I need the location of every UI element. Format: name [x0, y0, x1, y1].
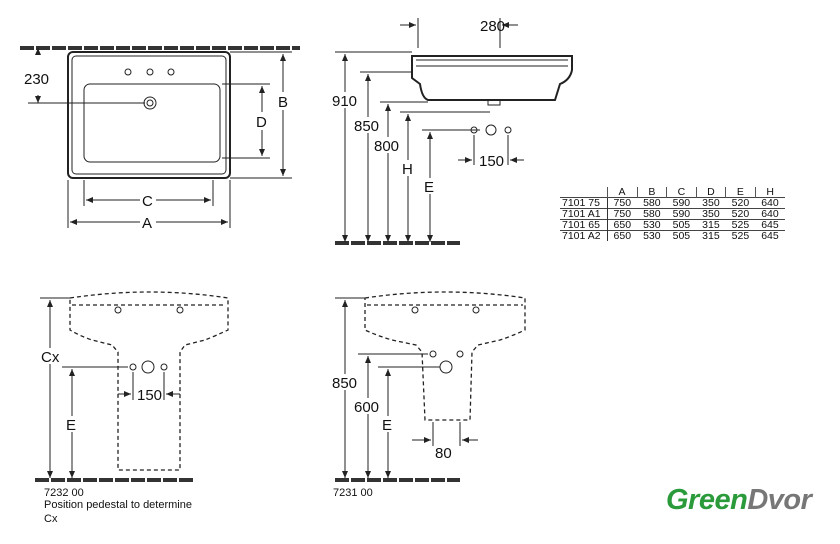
dim-H-label: H	[402, 161, 413, 178]
dim-B-label: B	[278, 94, 288, 111]
table-cell: 7101 65	[560, 219, 608, 231]
dim-E-label: E	[66, 417, 76, 434]
dim-D-label: D	[256, 114, 267, 131]
tap-hole-icons	[124, 68, 175, 76]
table-header: A	[607, 187, 638, 198]
pedestal-code-7232: 7232 00	[44, 487, 84, 499]
table-cell: 645	[755, 230, 785, 241]
table-cell: 580	[637, 197, 667, 209]
table-cell: 7101 75	[560, 197, 608, 209]
table-header: C	[666, 187, 697, 198]
table-cell: 520	[725, 197, 756, 209]
dim-230-label: 230	[24, 71, 49, 88]
greendvor-logo: GreenDvor	[666, 484, 812, 517]
table-header: D	[696, 187, 727, 198]
table-cell: 315	[696, 230, 726, 241]
note-line-1: Position pedestal to determine	[44, 499, 192, 511]
dim-E-label: E	[382, 417, 392, 434]
dim-850-label: 850	[332, 375, 357, 392]
table-header	[560, 187, 608, 198]
table-cell: 640	[755, 208, 785, 220]
dim-850-label: 850	[354, 118, 379, 135]
table-cell: 650	[607, 219, 638, 231]
dim-800-label: 800	[374, 138, 399, 155]
table-cell: 580	[637, 208, 667, 220]
table-cell: 645	[755, 219, 785, 231]
pedestal-7232-view: Cx E 150	[35, 291, 229, 482]
dim-E-label: E	[424, 179, 434, 196]
table-cell: 530	[637, 219, 667, 231]
table-cell: 350	[696, 208, 726, 220]
table-cell: 505	[666, 230, 697, 241]
table-header: E	[725, 187, 756, 198]
table-cell: 350	[696, 197, 726, 209]
table-cell: 525	[725, 230, 756, 241]
dim-A-label: A	[142, 215, 152, 232]
table-cell: 650	[607, 230, 638, 241]
table-cell: 590	[666, 208, 697, 220]
top-view: 230 B D C A	[20, 46, 300, 232]
logo-part-green: Green	[666, 484, 748, 516]
side-view: 280 910 850 800 H E 150	[330, 18, 573, 245]
table-cell: 640	[755, 197, 785, 209]
dim-150-label: 150	[479, 153, 504, 170]
table-cell: 750	[607, 197, 638, 209]
table-cell: 520	[725, 208, 756, 220]
table-cell: 505	[666, 219, 697, 231]
table-cell: 530	[637, 230, 667, 241]
dim-280-label: 280	[480, 18, 505, 35]
table-cell: 750	[607, 208, 638, 220]
table-header: B	[637, 187, 668, 198]
table-cell: 7101 A2	[560, 230, 608, 241]
pedestal-7231-view: 850 600 E 80	[330, 291, 526, 482]
dim-150-label: 150	[137, 387, 162, 404]
pedestal-code-7231: 7231 00	[333, 487, 373, 499]
dim-C-label: C	[142, 193, 153, 210]
note-line-2: Cx	[44, 513, 58, 525]
tap-hole-icons	[470, 124, 512, 136]
dim-80-label: 80	[435, 445, 452, 462]
dim-600-label: 600	[354, 399, 379, 416]
dim-910-label: 910	[332, 93, 357, 110]
table-header-row: A B C D E H	[560, 187, 785, 198]
table-cell: 7101 A1	[560, 208, 608, 220]
table-cell: 590	[666, 197, 697, 209]
logo-part-gray: Dvor	[747, 484, 812, 516]
dim-Cx-label: Cx	[41, 349, 60, 366]
table-cell: 525	[725, 219, 756, 231]
table-cell: 315	[696, 219, 726, 231]
table-header: H	[766, 186, 775, 198]
